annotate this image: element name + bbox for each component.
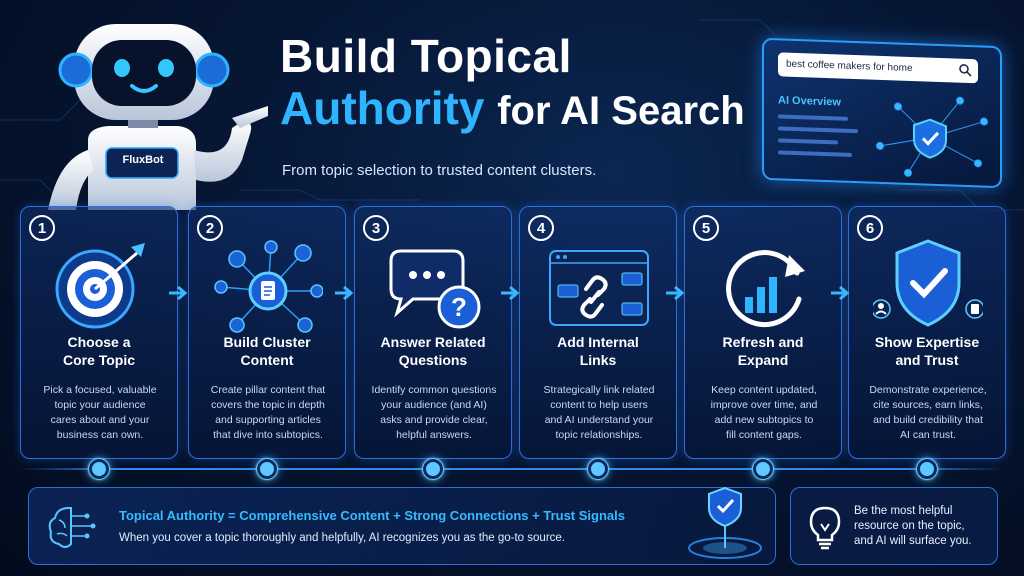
step-title-line1: Add Internal <box>557 334 639 350</box>
step-desc-line: cares about and your <box>50 414 150 426</box>
title-highlight: Authority <box>280 82 485 135</box>
ai-search-query: best coffee makers for home <box>786 58 913 75</box>
step-number: 1 <box>29 215 55 241</box>
step-desc-line: Identify common questions <box>371 384 497 396</box>
step-title-line1: Build Cluster <box>223 334 311 350</box>
step-desc-line: helpful answers. <box>396 429 472 441</box>
step-title-line2: Content <box>240 352 294 368</box>
step-title-line1: Refresh and <box>722 334 804 350</box>
step-number: 2 <box>197 215 223 241</box>
tip-text: Be the most helpful resource on the topi… <box>854 504 994 549</box>
shield-check-icon <box>873 239 983 327</box>
timeline-dot <box>752 458 774 480</box>
step-title-line1: Answer Related <box>380 334 486 350</box>
tip-line: and AI will surface you. <box>854 535 972 547</box>
step-desc-line: your audience (and AI) <box>381 399 487 411</box>
tip-panel: Be the most helpful resource on the topi… <box>790 487 998 565</box>
step-desc-line: fill content gaps. <box>726 429 802 441</box>
formula-headline: Topical Authority = Comprehensive Conten… <box>119 508 625 523</box>
cluster-icon <box>214 240 323 333</box>
subtitle: From topic selection to trusted content … <box>282 162 597 179</box>
title-rest: for AI Search <box>497 89 745 134</box>
step-desc-line: Demonstrate experience, <box>869 384 987 396</box>
step-number: 4 <box>528 215 554 241</box>
ai-search-box[interactable]: best coffee makers for home <box>778 52 978 84</box>
step-title-line2: Core Topic <box>62 352 136 368</box>
step-desc-line: Pick a focused, valuable <box>43 384 157 396</box>
step-desc-line: and build credibility that <box>873 414 983 426</box>
svg-text:?: ? <box>451 292 467 322</box>
step-number: 3 <box>363 215 389 241</box>
step-desc-line: Keep content updated, <box>711 384 817 396</box>
step-desc-line: improve over time, and <box>710 399 818 411</box>
refresh-chart-icon <box>726 250 805 328</box>
tip-line: Be the most helpful <box>854 505 953 517</box>
target-icon <box>55 243 145 329</box>
step-desc-line: and supporting articles <box>215 414 321 426</box>
title-line-1: Build Topical <box>280 30 572 82</box>
arrow-right-icon <box>831 285 850 301</box>
page-title: Build Topical Authority for AI Search <box>280 32 745 133</box>
step-title-line1: Show Expertise <box>874 334 980 350</box>
step-desc-line: topic your audience <box>54 399 146 411</box>
lightbulb-icon <box>809 506 841 550</box>
timeline-dot <box>88 458 110 480</box>
question-chat-icon: ? <box>389 249 481 329</box>
brain-circuit-icon <box>48 507 96 548</box>
network-shield-icon <box>876 96 988 177</box>
timeline-dot <box>256 458 278 480</box>
step-number: 6 <box>857 215 883 241</box>
step-desc-line: Strategically link related <box>543 384 655 396</box>
formula-subtext: When you cover a topic thoroughly and he… <box>119 532 565 544</box>
robot-badge: FluxBot <box>122 154 164 166</box>
timeline-dot <box>587 458 609 480</box>
tip-line: resource on the topic, <box>854 520 965 532</box>
ai-overview-panel: best coffee makers for home AI Overview <box>762 37 1002 189</box>
step-desc-line: that dive into subtopics. <box>213 429 323 441</box>
link-icon <box>549 250 649 326</box>
search-icon <box>959 64 972 77</box>
step-number: 5 <box>693 215 719 241</box>
arrow-right-icon <box>335 285 354 301</box>
step-desc-line: Create pillar content that <box>210 384 326 396</box>
step-title-line2: Expand <box>737 352 789 368</box>
arrow-right-icon <box>169 285 188 301</box>
robot-mascot <box>48 24 268 210</box>
step-title-line1: Choose a <box>67 334 131 350</box>
glowing-shield-icon <box>688 486 762 559</box>
timeline <box>20 468 1004 470</box>
step-title-line2: Questions <box>398 352 468 368</box>
step-desc-line: asks and provide clear, <box>380 414 488 426</box>
timeline-dot <box>422 458 444 480</box>
arrow-right-icon <box>666 285 685 301</box>
step-title-line2: and Trust <box>895 352 959 368</box>
step-card-6: 6 Show Expertise and Trust Demonstrate ex… <box>848 206 1006 459</box>
step-desc-line: cite sources, earn links, <box>873 399 983 411</box>
step-desc-line: covers the topic in depth <box>211 399 325 411</box>
step-desc-line: AI can trust. <box>899 429 957 441</box>
step-desc-line: and AI understand your <box>544 414 654 426</box>
step-desc-line: content to help users <box>550 399 648 411</box>
step-desc-line: business can own. <box>56 429 144 441</box>
formula-panel: Topical Authority = Comprehensive Conten… <box>28 486 776 565</box>
step-card-1: 1 Choose a Core Topic Pick a focused, val… <box>20 206 178 459</box>
ai-overview-label: AI Overview <box>778 94 841 109</box>
step-desc-line: add new subtopics to <box>714 414 814 426</box>
timeline-dot <box>916 458 938 480</box>
arrow-right-icon <box>501 285 520 301</box>
step-desc-line: topic relationships. <box>555 429 643 441</box>
step-title-line2: Links <box>579 352 617 368</box>
